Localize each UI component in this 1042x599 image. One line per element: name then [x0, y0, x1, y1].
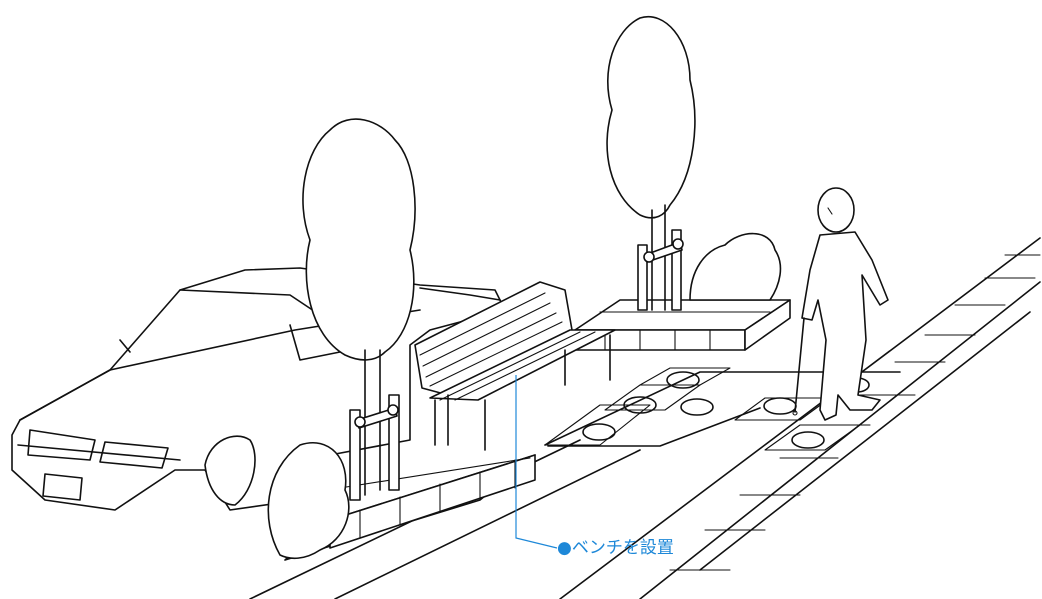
- planter-rear: [574, 299, 791, 351]
- street-tree-left: [302, 118, 416, 501]
- tactile-paving: [544, 367, 870, 451]
- planter-front: [284, 454, 536, 561]
- street-tree-right: [606, 15, 696, 311]
- bench: [414, 281, 616, 451]
- shrub-left: [267, 442, 350, 560]
- pedestrian-with-cane: [792, 187, 889, 421]
- shrub-right: [689, 232, 782, 301]
- callout-leader: [515, 375, 558, 549]
- bench-callout-label: ●ベンチを設置: [557, 538, 674, 558]
